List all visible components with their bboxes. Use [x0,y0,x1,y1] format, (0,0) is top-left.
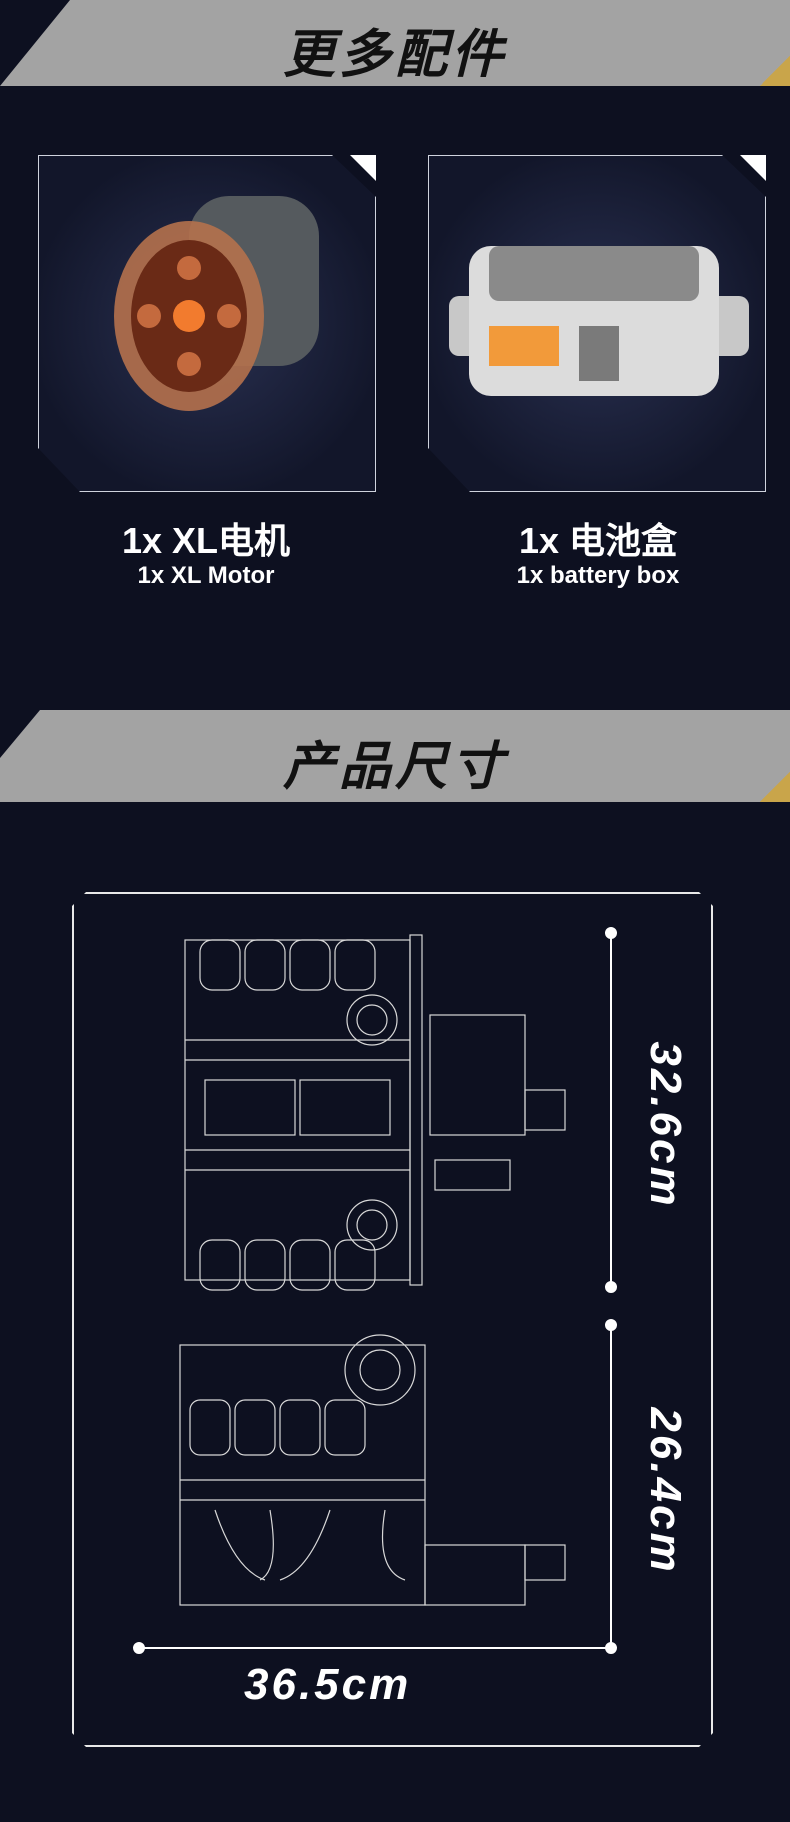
accessory-title: 1x 电池盒 [518,520,678,561]
accessory-subtitle: 1x XL Motor [137,562,275,589]
xl-motor-image [114,196,319,411]
gold-corner [760,56,790,86]
card-corner-mark [740,155,766,181]
side-height-dimension-label: 26.4cm [641,1407,690,1575]
accessory-subtitle: 1x battery box [516,562,680,589]
accessory-title: 1x XL电机 [121,520,291,561]
dimension-lines [133,927,617,1654]
width-dimension-label: 36.5cm [244,1660,412,1709]
section-banner-accessories: 更多配件 [0,0,790,86]
accessory-card-motor [38,155,376,492]
gold-corner [760,772,790,802]
section-banner-dimensions: 产品尺寸 [0,710,790,802]
battery-box-image [449,246,749,396]
section-title: 更多配件 [282,26,507,84]
section-title: 产品尺寸 [282,738,507,796]
accessory-card-battery [428,155,766,492]
dimension-frame [72,892,713,1747]
card-corner-mark [350,155,376,181]
height-dimension-label: 32.6cm [641,1041,690,1209]
